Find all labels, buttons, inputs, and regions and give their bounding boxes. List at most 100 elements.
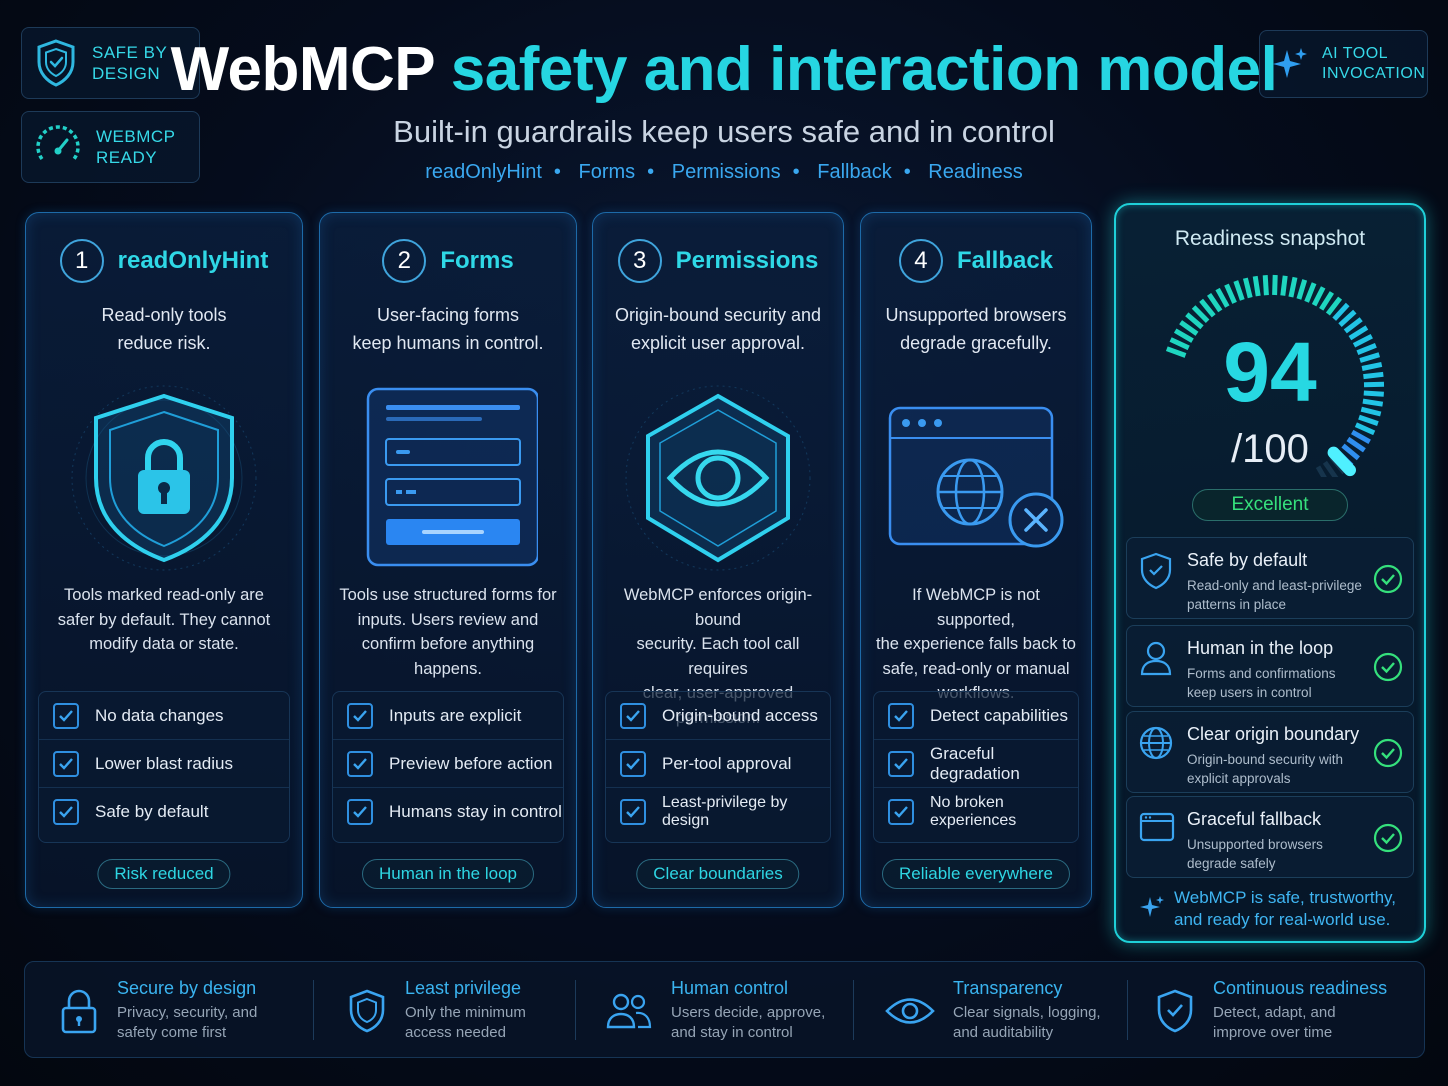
card-number: 1 — [59, 239, 104, 283]
readiness-gauge — [1165, 274, 1385, 477]
card-permissions: 3 Permissions Origin-bound security and e… — [592, 212, 844, 908]
gauge-tick — [1354, 422, 1376, 436]
card-intro: Origin-bound security and explicit user … — [614, 305, 822, 353]
gauge-tick — [1359, 352, 1381, 363]
card-number: 4 — [898, 239, 943, 283]
shield-check-icon — [1157, 989, 1193, 1032]
readiness-item-title: Graceful fallback — [1187, 809, 1322, 829]
check-icon — [353, 709, 367, 722]
readiness-item-clear-origin-boundary: Clear origin boundary Origin-bound secur… — [1126, 711, 1414, 793]
principle-title: Continuous readiness — [1213, 978, 1388, 998]
checkbox-checked[interactable] — [888, 750, 914, 777]
tag-item: Forms — [578, 161, 636, 183]
checklist-label: Preview before action — [389, 753, 553, 773]
gauge-tick — [1315, 465, 1327, 477]
gauge-tick — [1262, 275, 1269, 296]
checkbox-checked[interactable] — [347, 799, 373, 825]
check-icon — [353, 757, 367, 770]
card-body: Tools use structured forms for inputs. U… — [339, 586, 557, 678]
gauge-tick — [1322, 460, 1339, 477]
checkbox-checked[interactable] — [620, 750, 646, 777]
gauge-tick — [1360, 406, 1382, 417]
gauge-tick — [1165, 346, 1187, 358]
gauge-tick — [1363, 381, 1385, 388]
card-illustration — [593, 378, 843, 578]
checkbox-checked[interactable] — [888, 799, 914, 825]
checklist-label: Least-privilege by design — [662, 794, 788, 829]
card-title: readOnlyHint — [117, 247, 269, 274]
gauge-tick — [1356, 342, 1377, 356]
gauge-tick — [1304, 282, 1317, 303]
card-number: 2 — [382, 239, 427, 283]
webmcp-ready-badge: WEBMCP READY — [21, 111, 200, 183]
gauge-tick — [1361, 361, 1383, 371]
gauge-tick — [1233, 280, 1245, 301]
checkbox-checked[interactable] — [347, 702, 373, 729]
browser-window-icon — [1139, 812, 1175, 842]
checklist-label: Origin-bound access — [662, 705, 818, 725]
checklist-item: Safe by default — [39, 788, 289, 836]
checklist-item: Graceful degradation — [874, 740, 1078, 788]
checkbox-checked[interactable] — [53, 750, 79, 777]
check-icon — [894, 806, 908, 818]
card-title: Fallback — [956, 247, 1054, 274]
gauge-tick — [1272, 274, 1278, 296]
card-number: 3 — [617, 239, 662, 283]
safe-by-design-label: SAFE BY DESIGN — [92, 42, 168, 83]
checkbox-checked[interactable] — [53, 702, 79, 729]
gauge-tick — [1338, 309, 1357, 327]
checklist-item: Least-privilege by design — [606, 788, 830, 836]
checklist-label: Per-tool approval — [662, 753, 792, 773]
gauge-tick — [1362, 398, 1384, 407]
webmcp-ready-label: WEBMCP READY — [96, 126, 176, 167]
shield-check-icon — [37, 39, 75, 87]
gauge-tick — [1350, 429, 1371, 444]
checkbox-checked[interactable] — [888, 702, 914, 729]
sparkle-icon — [1140, 896, 1164, 917]
gauge-tick — [1341, 443, 1360, 461]
check-icon — [59, 806, 73, 818]
card-body: Tools marked read-only are safer by defa… — [57, 586, 271, 653]
gauge-tick — [1191, 305, 1210, 324]
shield-lock-icon — [71, 385, 257, 571]
gauge-tick — [1346, 436, 1366, 453]
gauge-tick — [1296, 279, 1308, 300]
checkbox-checked[interactable] — [53, 799, 79, 825]
browser-unsupported-icon — [888, 406, 1064, 548]
readiness-item-title: Clear origin boundary — [1187, 724, 1360, 744]
gauge-tick — [1280, 275, 1288, 296]
principle-desc: Users decide, approve, and stay in contr… — [671, 1004, 826, 1041]
users-icon — [606, 993, 652, 1028]
card-illustration — [26, 378, 302, 578]
checklist-label: Humans stay in control — [389, 802, 562, 821]
check-icon — [626, 757, 640, 770]
check-icon — [626, 709, 640, 722]
tag-item: Permissions — [671, 161, 781, 183]
checkbox-checked[interactable] — [620, 702, 646, 729]
card-title: Permissions — [675, 247, 819, 274]
checklist-label: No broken experiences — [930, 794, 1017, 829]
gauge-tick — [1363, 371, 1384, 380]
checkbox-checked[interactable] — [347, 750, 373, 777]
title-primary: WebMCP — [170, 35, 435, 104]
gauge-tick — [1173, 328, 1194, 343]
checkbox-checked[interactable] — [620, 799, 646, 825]
gauge-tick — [1325, 296, 1343, 316]
shield-check-icon — [1140, 552, 1172, 590]
principle-title: Secure by design — [117, 978, 257, 998]
page-title: WebMCP safety and interaction model — [0, 34, 1448, 105]
principle-desc: Detect, adapt, and improve over time — [1213, 1004, 1336, 1041]
checklist-label: Inputs are explicit — [389, 705, 522, 725]
form-icon — [366, 387, 538, 567]
checklist: Origin-bound access Per-tool approval Le… — [605, 691, 831, 843]
gauge-tick — [1352, 333, 1373, 348]
card-illustration — [320, 378, 576, 578]
check-icon — [59, 757, 73, 770]
checklist-item: Inputs are explicit — [333, 692, 563, 740]
checklist: Detect capabilities Graceful degradation… — [873, 691, 1079, 843]
